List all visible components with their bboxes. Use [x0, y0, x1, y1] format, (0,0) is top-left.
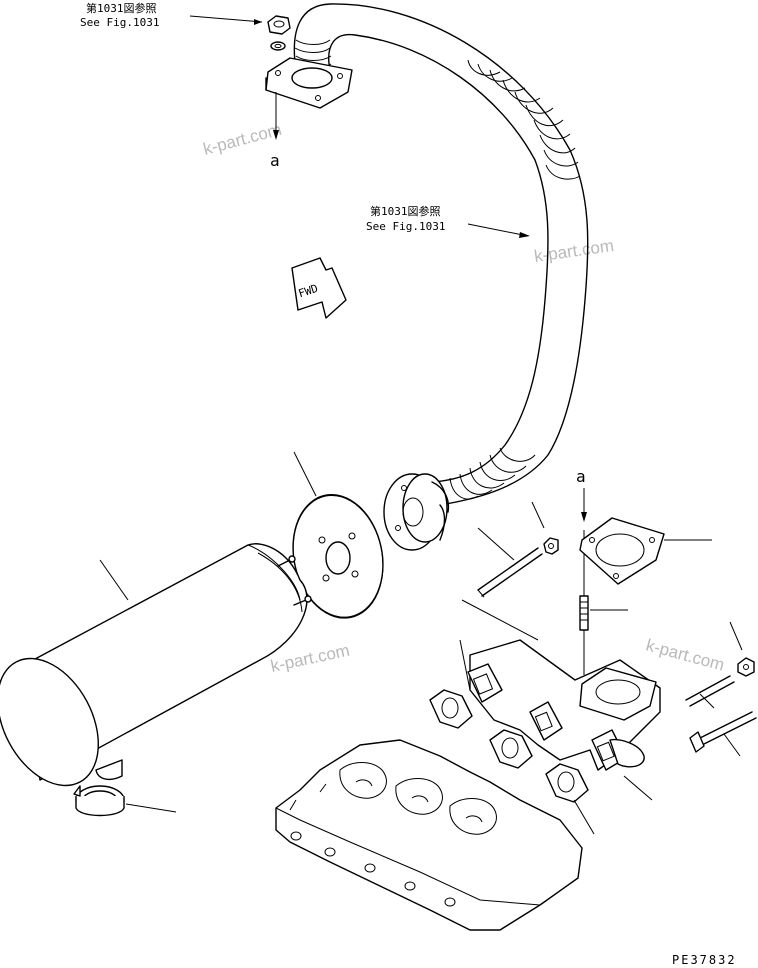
- fwd-arrow-icon: FWD: [291, 257, 347, 319]
- stud-nut: [531, 501, 559, 555]
- top-callout-leader: [189, 15, 263, 25]
- section-a-top-label: a: [270, 151, 280, 170]
- pipe-flange-gasket: [579, 517, 712, 585]
- watermark-2: k-part.com: [533, 236, 615, 266]
- mid-callout-jp: 第1031図参照: [370, 204, 441, 218]
- long-stud: [461, 527, 543, 641]
- manifold-gaskets: [429, 689, 595, 835]
- section-a-top-arrow: [273, 92, 279, 140]
- manifold-bolt-long: [689, 711, 757, 757]
- pipe-top-flange: [265, 57, 353, 109]
- exhaust-pipe: [293, 3, 589, 506]
- muffler-clamp: [73, 785, 177, 817]
- pipe-bottom-flange: [383, 473, 450, 551]
- mid-callout-en: See Fig.1031: [366, 220, 445, 233]
- exhaust-manifold: [459, 639, 661, 801]
- figure-code: PE37832: [672, 953, 737, 967]
- section-a-bottom-arrow: [581, 488, 587, 675]
- top-callout-en: See Fig.1031: [80, 16, 159, 29]
- top-callout-jp: 第1031図参照: [86, 1, 157, 15]
- mid-callout-leader: [467, 223, 530, 238]
- cylinder-head: [275, 739, 583, 931]
- top-nut: [267, 15, 291, 51]
- manifold-bolt-short: [685, 621, 755, 709]
- manifold-stud: [579, 595, 628, 631]
- muffler-gasket: [292, 451, 384, 619]
- fwd-label: FWD: [297, 282, 320, 301]
- muffler: [0, 543, 312, 787]
- watermark-4: k-part.com: [644, 636, 726, 675]
- section-a-bottom-label: a: [576, 467, 586, 486]
